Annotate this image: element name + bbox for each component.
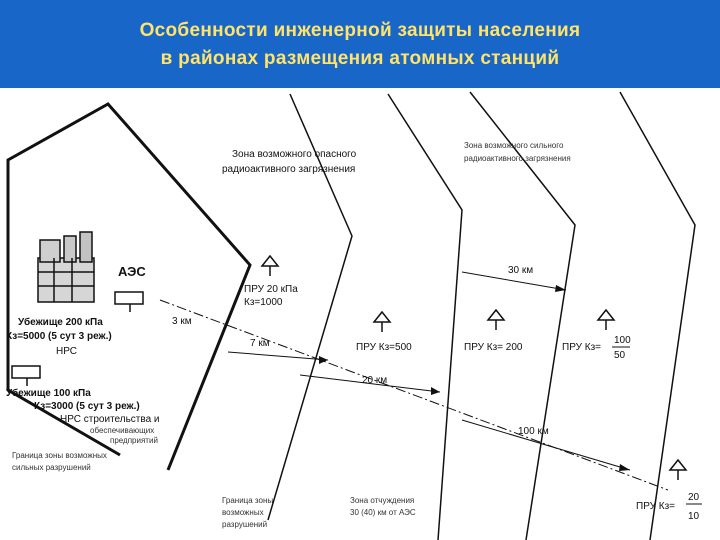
shelter-2-line-1: Убежище 100 кПа <box>6 387 91 399</box>
pru-5-icon <box>668 458 688 480</box>
distance-20km-arrow <box>299 374 441 393</box>
pru-5-numerator: 20 <box>688 492 700 503</box>
boundary-destruction-line-3: разрушений <box>222 520 267 529</box>
distance-100km-label: 100 км <box>518 426 549 437</box>
boundary-destruction-line-2: возможных <box>222 508 264 517</box>
distance-7km-label: 7 км <box>250 338 270 349</box>
pru-4-numerator: 100 <box>614 335 631 346</box>
evacuation-zone-line-1: Зона отчуждения <box>350 496 414 505</box>
distance-3km-label: 3 км <box>172 316 192 327</box>
danger-zone-boundary <box>267 93 353 521</box>
shelter-1-icon <box>114 291 144 312</box>
boundary-destruction-line-1: Граница зоны <box>222 496 273 505</box>
pru-1-line-2: Кз=1000 <box>244 297 283 308</box>
slide-header: Особенности инженерной защиты населения … <box>0 0 720 88</box>
distance-7km-arrow <box>227 351 329 361</box>
pru-4-denominator: 50 <box>614 350 626 361</box>
pru-5-denominator: 10 <box>688 511 700 522</box>
evacuation-zone-line-2: 30 (40) км от АЭС <box>350 508 416 517</box>
pru-4-prefix: ПРУ Кз= <box>562 342 601 353</box>
pru-1-line-1: ПРУ 20 кПа <box>244 284 298 295</box>
slide-title-line-1: Особенности инженерной защиты населения <box>139 20 581 41</box>
slide-title-line-2: в районах размещения атомных станций <box>160 48 560 69</box>
distance-20km-label: 20 км <box>362 375 387 386</box>
shelter-2-line-3: НРС строительства и <box>60 414 160 425</box>
strong-zone-boundary-inner <box>387 93 463 540</box>
distance-30km-label: 30 км <box>508 265 533 276</box>
distance-100km-arrow <box>461 419 631 471</box>
shelter-2-line-4: обеспечивающих <box>90 426 154 435</box>
shelter-1-line-1: Убежище 200 кПа <box>18 316 103 328</box>
zone-danger-label-line-2: радиоактивного загрязнения <box>222 164 355 175</box>
zone-danger-label-line-1: Зона возможного опасного <box>232 149 357 160</box>
shelter-2-line-2: Кз=3000 (5 сут 3 реж.) <box>34 401 140 412</box>
nuclear-plant-icon <box>37 231 95 303</box>
evacuation-zone-boundary <box>469 91 576 540</box>
shelter-2-line-5: предприятий <box>110 436 158 445</box>
pru-1-icon <box>260 254 280 276</box>
shelter-2-icon <box>11 365 41 386</box>
zone-strong-label-line-1: Зона возможного сильного <box>464 141 564 150</box>
aes-label: АЭС <box>118 264 146 279</box>
shelter-1-line-2: Кз=5000 (5 сут 3 реж.) <box>6 331 112 342</box>
strong-zone-boundary-outer <box>619 91 696 540</box>
pru-3-icon <box>486 308 506 330</box>
destruction-zone-boundary <box>6 102 252 471</box>
pru-5-prefix: ПРУ Кз= <box>636 501 675 512</box>
boundary-strong-destruction-line-2: сильных разрушений <box>12 463 91 472</box>
boundary-strong-destruction-line-1: Граница зоны возможных <box>12 451 107 460</box>
pru-4-icon <box>596 308 616 330</box>
zone-strong-label-line-2: радиоактивного загрязнения <box>464 154 571 163</box>
pru-3-label: ПРУ Кз= 200 <box>464 342 523 353</box>
pru-2-icon <box>372 310 392 332</box>
shelter-1-line-3: НРС <box>56 346 77 357</box>
distance-axis <box>159 299 669 491</box>
protection-zones-diagram: Зона возможного опасного радиоактивного … <box>6 91 702 540</box>
pru-2-label: ПРУ Кз=500 <box>356 342 412 353</box>
distance-30km-arrow <box>461 271 567 291</box>
